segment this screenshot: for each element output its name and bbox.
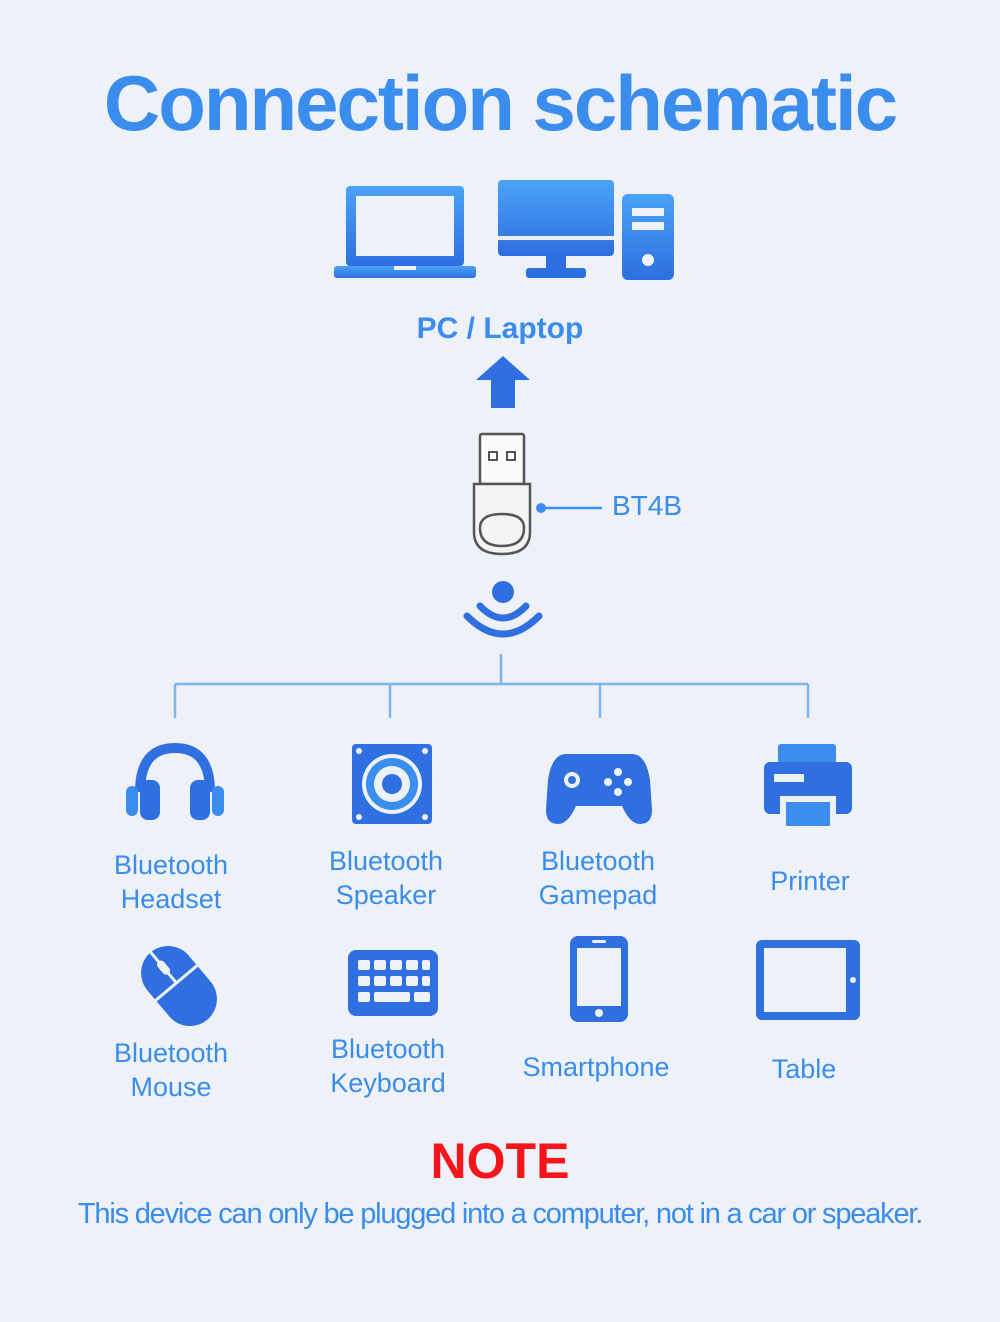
smartphone-icon xyxy=(570,936,628,1022)
device-label-gamepad: Bluetooth Gamepad xyxy=(538,846,658,910)
device-label-headset: Bluetooth Headset xyxy=(113,850,229,914)
keyboard-icon xyxy=(348,950,438,1016)
device-label-smartphone: Smartphone xyxy=(522,1052,670,1082)
gamepad-icon xyxy=(546,754,652,824)
mouse-icon xyxy=(141,945,217,1027)
connection-tree-lines xyxy=(173,654,810,718)
host-label: PC / Laptop xyxy=(416,312,584,345)
tablet-icon xyxy=(756,940,860,1020)
speaker-icon xyxy=(352,744,432,824)
arrow-up-icon xyxy=(476,356,530,408)
printer-icon xyxy=(764,744,852,832)
wireless-signal-icon xyxy=(463,581,543,638)
adapter-callout-line xyxy=(536,503,602,513)
headset-icon xyxy=(126,742,224,820)
device-label-keyboard: Bluetooth Keyboard xyxy=(330,1034,446,1098)
device-label-mouse: Bluetooth Mouse xyxy=(113,1038,229,1102)
diagram-title: Connection schematic xyxy=(103,59,898,147)
laptop-icon xyxy=(334,186,476,278)
adapter-label: BT4B xyxy=(612,490,683,521)
usb-dongle-icon xyxy=(472,432,532,556)
device-label-printer: Printer xyxy=(770,866,850,896)
device-label-tablet: Table xyxy=(771,1054,837,1084)
device-label-speaker: Bluetooth Speaker xyxy=(328,846,444,910)
desktop-monitor-icon xyxy=(498,180,614,278)
note-heading: NOTE xyxy=(430,1133,570,1189)
note-text: This device can only be plugged into a c… xyxy=(77,1198,923,1230)
desktop-tower-icon xyxy=(622,194,674,280)
